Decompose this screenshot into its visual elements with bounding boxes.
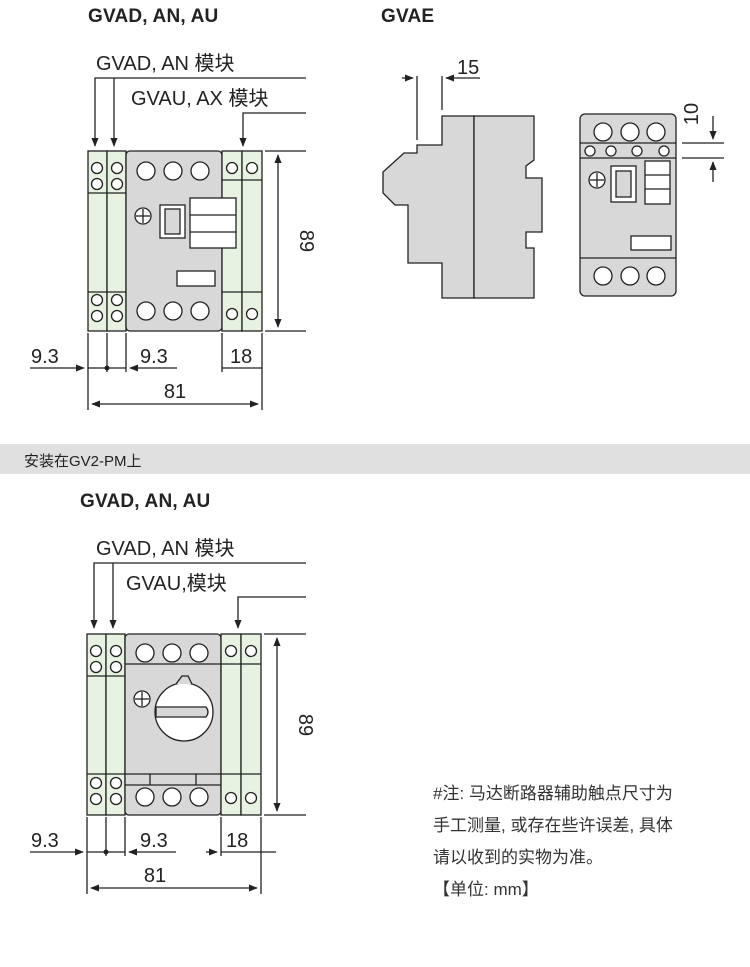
dim-left-module-2: 9.3	[31, 830, 59, 852]
note-line-2: 手工测量, 或存在些许误差, 具体	[433, 816, 673, 835]
height-dim-2-label: 89	[294, 714, 316, 736]
note-line-3: 请以收到的实物为准。	[433, 848, 603, 867]
gvae-offset-label: 15	[457, 57, 479, 79]
front-view-2	[86, 633, 262, 816]
gvae-front-view	[579, 113, 677, 297]
gvae-dim-15	[402, 74, 480, 140]
dim-total-width-2: 81	[144, 865, 166, 887]
front-view-1	[87, 150, 263, 332]
gvae-side-view	[382, 115, 543, 299]
dim-left-module-1: 9.3	[31, 346, 59, 368]
gvae-dim-10	[682, 116, 724, 182]
callout2-gvau-label: GVAU,模块	[126, 572, 227, 595]
section1-title-right: GVAE	[381, 6, 435, 27]
dim-right-module-1: 18	[230, 346, 252, 368]
section1-title-left: GVAD, AN, AU	[88, 6, 219, 27]
height-dim-2	[264, 633, 306, 816]
dim-second-module-1: 9.3	[140, 346, 168, 368]
measurement-note: #注: 马达断路器辅助触点尺寸为 手工测量, 或存在些许误差, 具体 请以收到的…	[433, 778, 733, 906]
dim-right-module-2: 18	[226, 830, 248, 852]
callouts-2	[90, 562, 306, 629]
note-line-4: 【单位: mm】	[433, 880, 539, 899]
width-dims-1	[30, 333, 263, 410]
mounting-band-label: 安装在GV2-PM上	[24, 453, 142, 470]
callout-gvad-label: GVAD, AN 模块	[96, 52, 235, 75]
callout2-gvad-label: GVAD, AN 模块	[96, 537, 235, 560]
height-dim-1	[265, 150, 306, 332]
dim-total-width-1: 81	[164, 381, 186, 403]
dim-second-module-2: 9.3	[140, 830, 168, 852]
section2-title: GVAD, AN, AU	[80, 491, 211, 512]
callouts-1	[91, 77, 306, 147]
gvae-height-label: 10	[681, 103, 703, 125]
note-line-1: #注: 马达断路器辅助触点尺寸为	[433, 784, 673, 803]
gvau-module-2	[241, 150, 263, 332]
mounting-band: 安装在GV2-PM上	[0, 444, 750, 474]
callout-gvau-label: GVAU, AX 模块	[131, 87, 268, 110]
height-dim-1-label: 89	[295, 230, 317, 252]
